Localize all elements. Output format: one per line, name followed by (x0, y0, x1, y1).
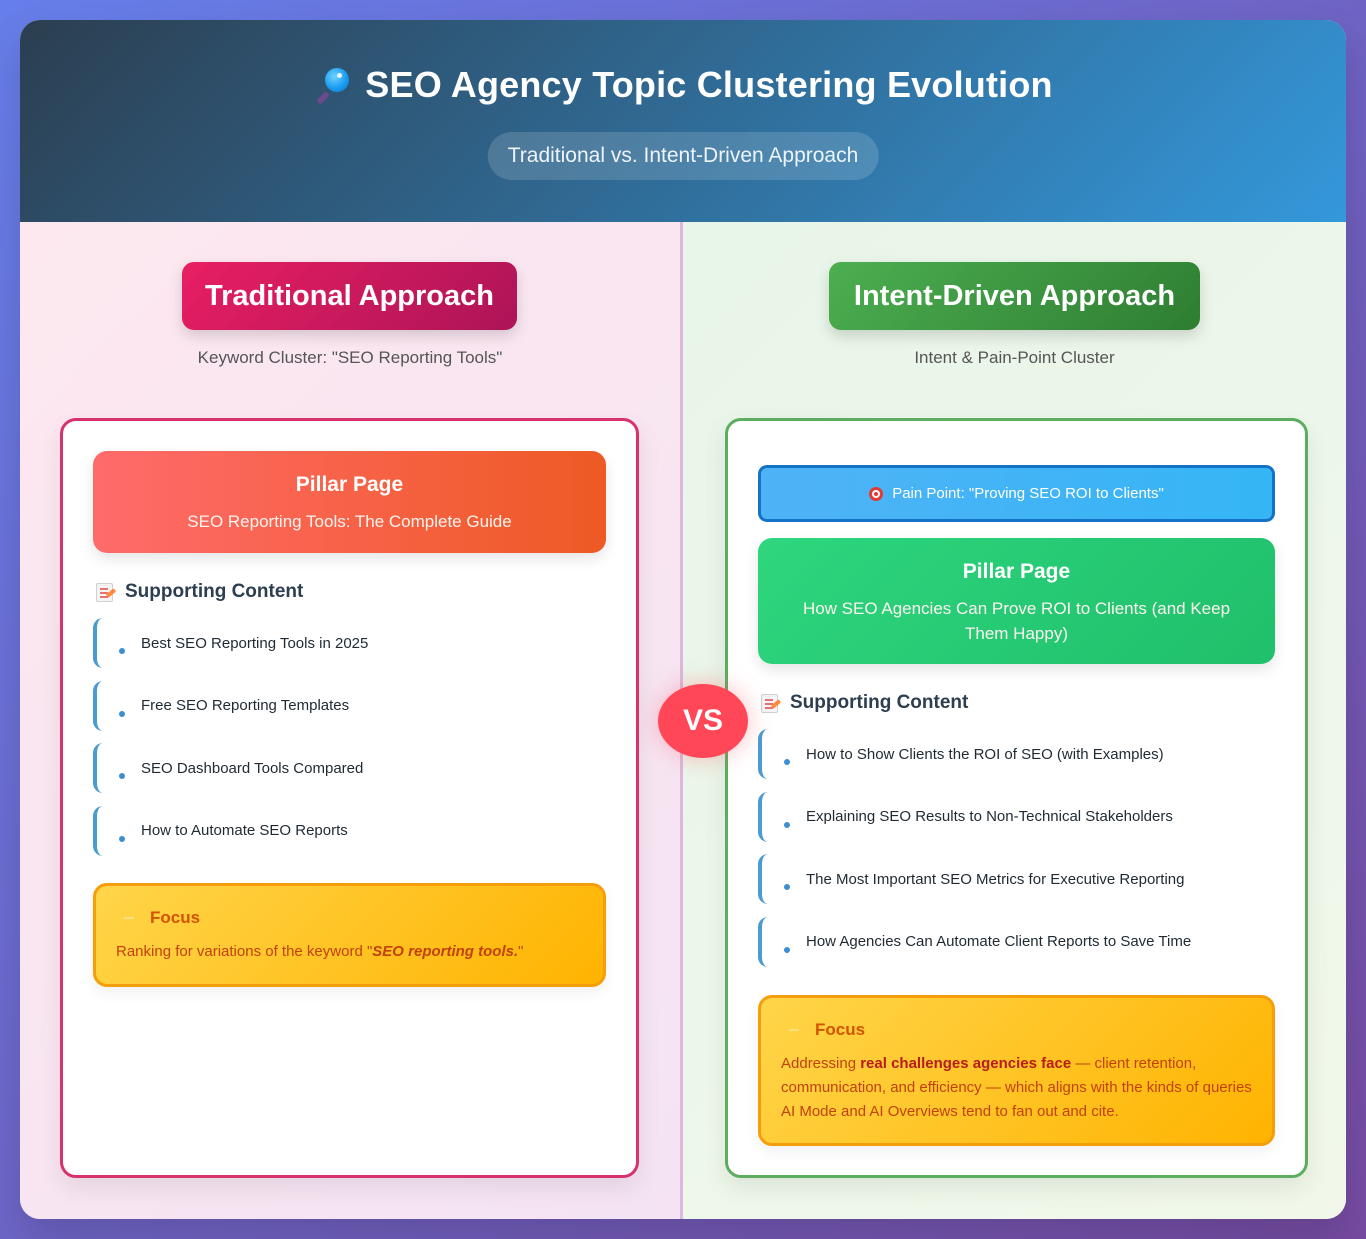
list-item-text: SEO Dashboard Tools Compared (141, 759, 364, 777)
supporting-content-list: Best SEO Reporting Tools in 2025 Free SE… (93, 618, 606, 868)
bullet-icon (784, 821, 790, 828)
infographic-container: SEO Agency Topic Clustering Evolution Tr… (20, 20, 1346, 1219)
list-item-text: The Most Important SEO Metrics for Execu… (806, 870, 1185, 888)
list-item: How Agencies Can Automate Client Reports… (758, 916, 1275, 967)
focus-highlight: real challenges agencies face (860, 1055, 1072, 1072)
supporting-content-title: Supporting Content (125, 581, 304, 602)
traditional-column: Traditional Approach Keyword Cluster: "S… (20, 222, 680, 1219)
pillar-subtitle: How SEO Agencies Can Prove ROI to Client… (802, 599, 1231, 643)
focus-text: Ranking for variations of the keyword "S… (116, 940, 583, 964)
magnifying-glass-icon (313, 66, 351, 106)
intent-pillar-page: Pillar Page How SEO Agencies Can Prove R… (758, 538, 1275, 664)
supporting-content-header: Supporting Content (96, 581, 303, 603)
page-title: SEO Agency Topic Clustering Evolution (20, 64, 1346, 106)
list-item-text: How Agencies Can Automate Client Reports… (806, 933, 1192, 950)
bullet-icon (784, 946, 790, 953)
focus-text-prefix: Ranking for variations of the keyword " (116, 943, 373, 960)
list-item-text: How to Show Clients the ROI of SEO (with… (806, 745, 1164, 763)
pain-point-text: Pain Point: "Proving SEO ROI to Clients" (892, 485, 1164, 502)
pillar-subtitle: SEO Reporting Tools: The Complete Guide (187, 512, 512, 531)
list-item-text: How to Automate SEO Reports (141, 822, 348, 839)
list-item: SEO Dashboard Tools Compared (93, 743, 606, 793)
bullet-icon (119, 710, 125, 717)
focus-title-text: Focus (150, 908, 201, 927)
bullet-icon (119, 835, 125, 842)
traditional-cluster-card: Pillar Page SEO Reporting Tools: The Com… (60, 418, 639, 1178)
intent-approach-description: Intent & Pain-Point Cluster (914, 348, 1115, 367)
traditional-approach-description: Keyword Cluster: "SEO Reporting Tools" (197, 348, 503, 367)
traditional-approach-badge: Traditional Approach (182, 262, 517, 330)
list-item: How to Automate SEO Reports (93, 805, 606, 856)
intent-focus-box: Focus Addressing real challenges agencie… (758, 995, 1275, 1146)
target-icon (869, 486, 884, 501)
memo-icon (761, 693, 778, 713)
memo-icon (96, 582, 113, 602)
bullet-icon (784, 759, 790, 765)
focus-text-suffix: " (518, 943, 524, 960)
comparison-area: Traditional Approach Keyword Cluster: "S… (20, 222, 1346, 1219)
traditional-pillar-page: Pillar Page SEO Reporting Tools: The Com… (93, 451, 606, 553)
list-item-text: Free SEO Reporting Templates (141, 697, 350, 714)
focus-text-prefix: Addressing (781, 1055, 861, 1072)
list-item: Best SEO Reporting Tools in 2025 (93, 618, 606, 668)
focus-icon (116, 913, 142, 923)
focus-text-suffix: — client retention, communication, and e… (781, 1055, 1252, 1120)
bullet-icon (784, 884, 790, 890)
bullet-icon (119, 648, 125, 654)
supporting-content-list: How to Show Clients the ROI of SEO (with… (758, 729, 1275, 979)
focus-keyword: SEO reporting tools. (372, 943, 519, 960)
pain-point-banner: Pain Point: "Proving SEO ROI to Clients" (758, 465, 1275, 522)
list-item: The Most Important SEO Metrics for Execu… (758, 854, 1275, 904)
list-item: Explaining SEO Results to Non-Technical … (758, 791, 1275, 842)
focus-icon (781, 1025, 807, 1035)
traditional-focus-box: Focus Ranking for variations of the keyw… (93, 883, 606, 987)
focus-title-text: Focus (815, 1020, 866, 1039)
pillar-title: Pillar Page (295, 473, 404, 496)
focus-title: Focus (781, 1020, 1252, 1040)
intent-approach-badge: Intent-Driven Approach (829, 262, 1200, 330)
page-subtitle: Traditional vs. Intent-Driven Approach (487, 132, 879, 180)
vs-badge: VS (658, 684, 748, 758)
supporting-content-header: Supporting Content (761, 692, 968, 714)
focus-text: Addressing real challenges agencies face… (781, 1052, 1252, 1124)
header: SEO Agency Topic Clustering Evolution Tr… (20, 20, 1346, 222)
list-item-text: Best SEO Reporting Tools in 2025 (141, 634, 369, 652)
bullet-icon (119, 773, 125, 779)
list-item: Free SEO Reporting Templates (93, 680, 606, 731)
focus-title: Focus (116, 908, 583, 928)
intent-cluster-card: Pain Point: "Proving SEO ROI to Clients"… (725, 418, 1308, 1178)
pillar-title: Pillar Page (962, 560, 1071, 583)
page-title-text: SEO Agency Topic Clustering Evolution (365, 64, 1053, 105)
intent-column: Intent-Driven Approach Intent & Pain-Poi… (683, 222, 1346, 1219)
list-item: How to Show Clients the ROI of SEO (with… (758, 729, 1275, 779)
list-item-text: Explaining SEO Results to Non-Technical … (806, 808, 1173, 825)
supporting-content-title: Supporting Content (790, 692, 969, 713)
